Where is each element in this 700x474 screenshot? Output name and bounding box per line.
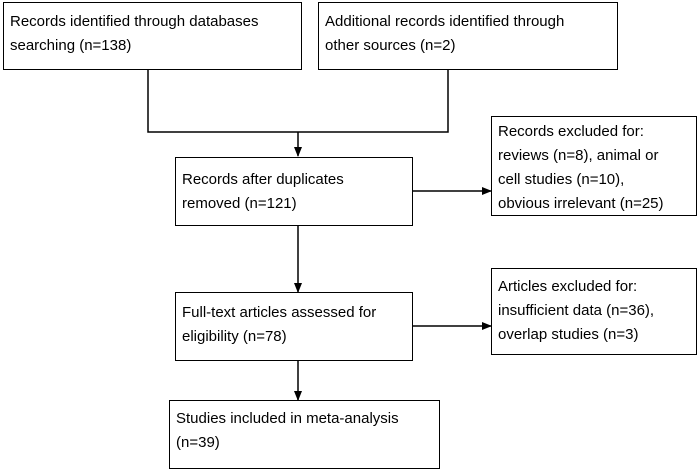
fulltext-assessed-box: Full-text articles assessed for eligibil… [175, 292, 413, 361]
box-text-line: Records after duplicates [182, 171, 344, 188]
box-text-line: removed (n=121) [182, 195, 297, 212]
records-identified-databases-box: Records identified through databases sea… [3, 2, 302, 70]
box-text-line: obvious irrelevant (n=25) [498, 195, 664, 212]
additional-records-box: Additional records identified through ot… [318, 2, 618, 70]
box-text-line: overlap studies (n=3) [498, 326, 639, 343]
box-text-line: reviews (n=8), animal or [498, 147, 659, 164]
box-text-line: Records excluded for: [498, 123, 644, 140]
box-text-line: Studies included in meta-analysis [176, 410, 399, 427]
merge-connector [147, 70, 449, 133]
articles-excluded-box: Articles excluded for: insufficient data… [491, 268, 697, 355]
box-text-line: eligibility (n=78) [182, 328, 287, 345]
box-text-line: Articles excluded for: [498, 278, 638, 295]
box-text-line: Additional records identified through [325, 13, 565, 30]
box-text-line: searching (n=138) [10, 37, 132, 54]
box-text-line: cell studies (n=10), [498, 171, 625, 188]
records-excluded-box: Records excluded for: reviews (n=8), ani… [491, 116, 697, 216]
box-text-line: other sources (n=2) [325, 37, 456, 54]
box-text-line: Full-text articles assessed for [182, 304, 377, 321]
box-text-line: insufficient data (n=36), [498, 302, 655, 319]
records-after-duplicates-box: Records after duplicates removed (n=121) [175, 157, 413, 226]
box-text-line: (n=39) [176, 434, 220, 451]
studies-included-box: Studies included in meta-analysis (n=39) [169, 400, 440, 469]
box-text-line: Records identified through databases [10, 13, 259, 30]
